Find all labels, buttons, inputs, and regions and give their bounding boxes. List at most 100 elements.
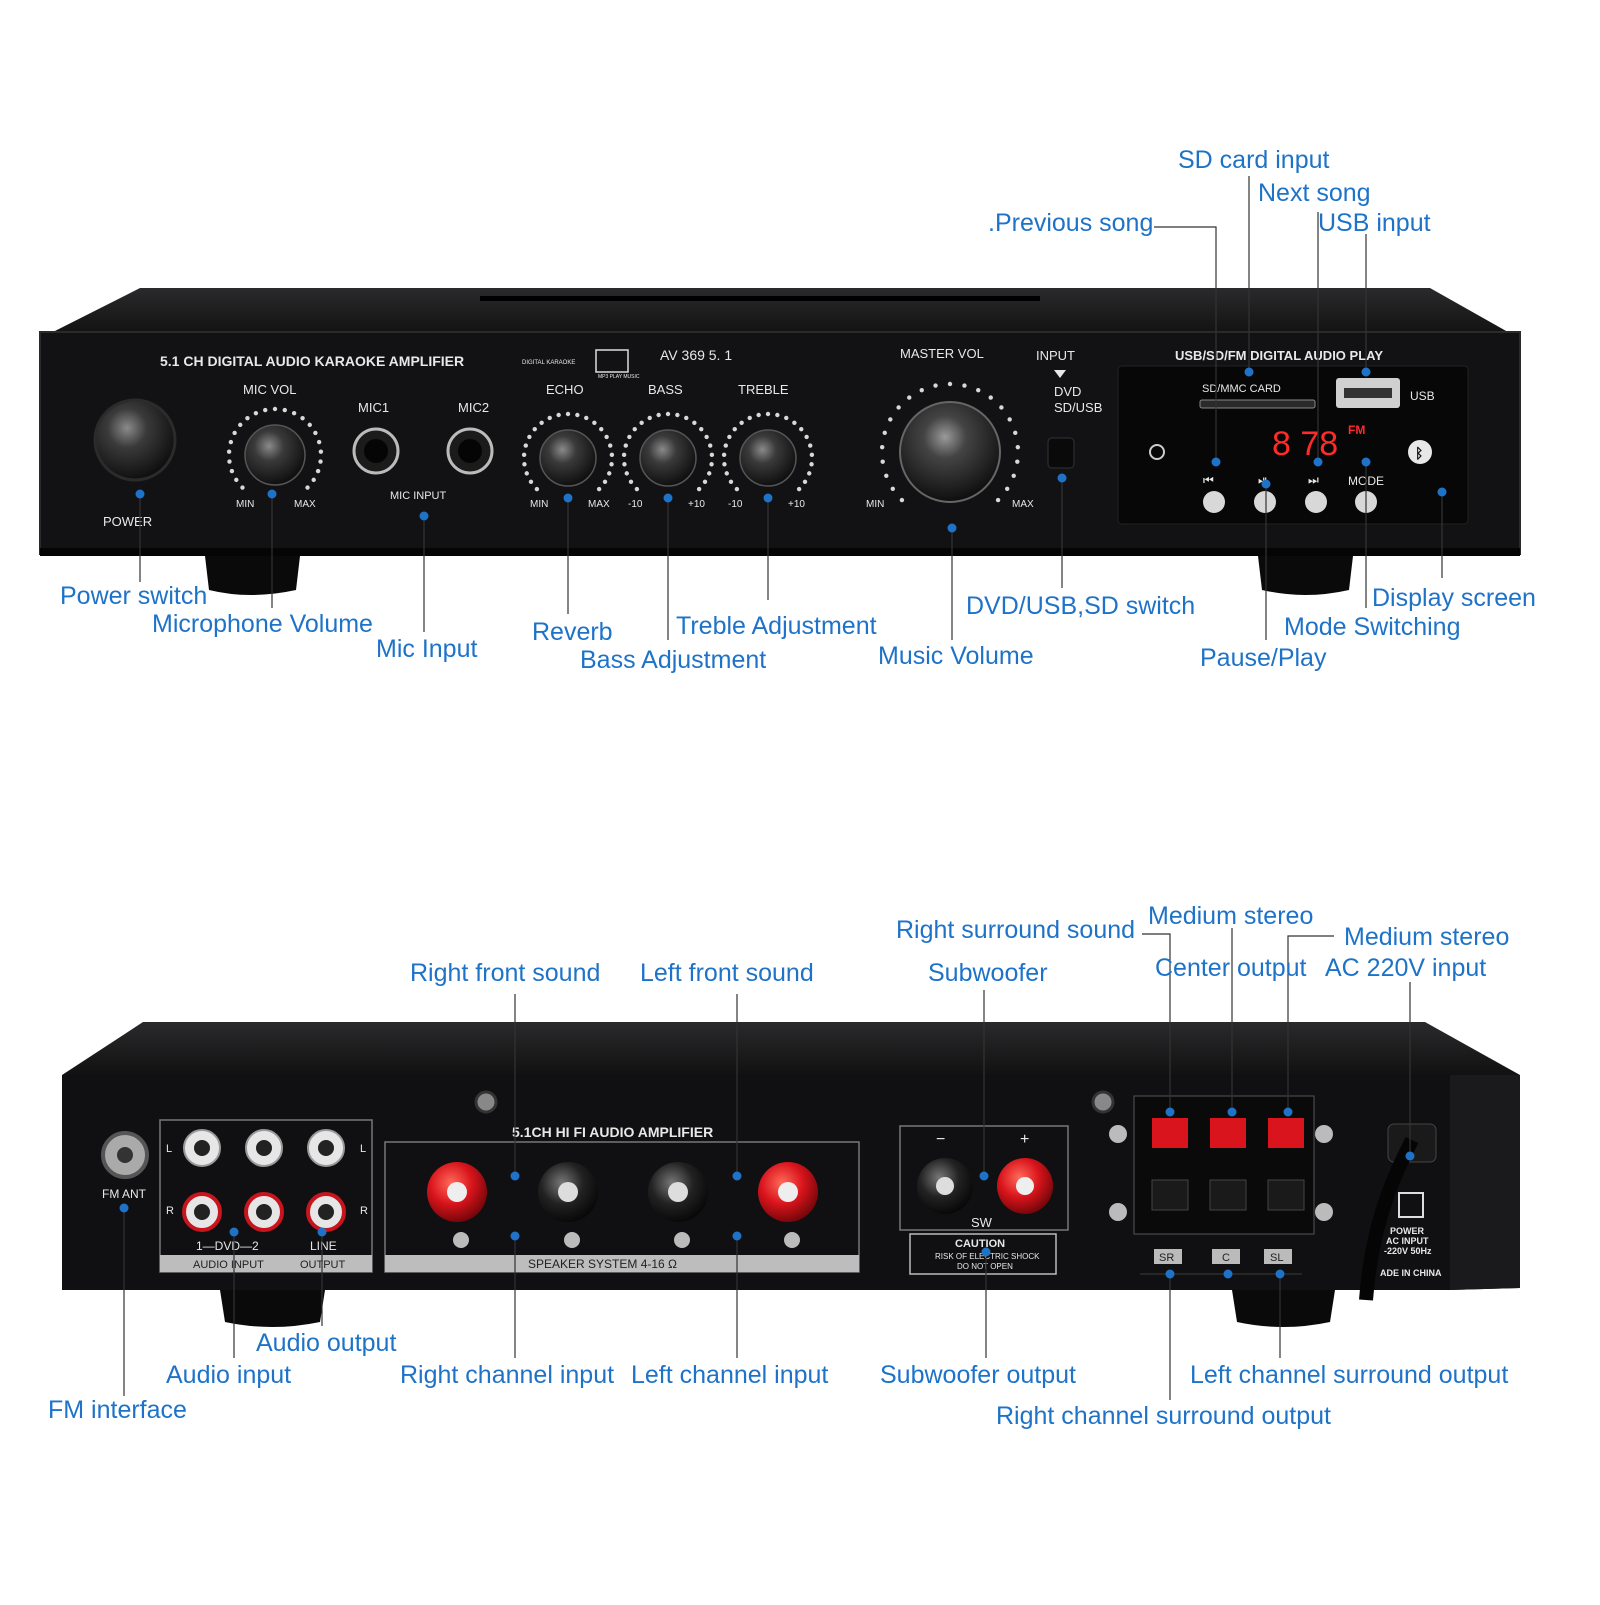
knob-dot bbox=[527, 434, 532, 440]
clip-plus-left bbox=[1109, 1125, 1127, 1143]
knob-dot bbox=[318, 459, 323, 464]
leader-dot bbox=[119, 1203, 129, 1213]
callout-display-screen: Display screen bbox=[1372, 584, 1536, 612]
sw-label: SW bbox=[971, 1215, 993, 1230]
c-label: C bbox=[1222, 1252, 1230, 1264]
leader-dot bbox=[1057, 473, 1067, 483]
clip-plus-right bbox=[1315, 1125, 1333, 1143]
knob-dot bbox=[896, 405, 901, 410]
knob-dot bbox=[253, 410, 259, 416]
leader-line bbox=[1287, 935, 1334, 1112]
leader-dot bbox=[229, 1227, 239, 1237]
knob-dot bbox=[702, 479, 708, 484]
callout-bass-adjustment: Bass Adjustment bbox=[580, 646, 767, 674]
rear-screw-top-right bbox=[1091, 1090, 1115, 1114]
callout-audio-input: Audio input bbox=[166, 1361, 292, 1389]
knob-dot bbox=[627, 434, 632, 440]
knob-dot bbox=[792, 420, 797, 425]
knob-dot bbox=[534, 486, 540, 492]
knob-dot bbox=[723, 443, 728, 448]
leader-dot bbox=[510, 1171, 520, 1181]
sw-minus: − bbox=[936, 1131, 945, 1148]
knob-dot bbox=[709, 452, 715, 458]
leader-dot bbox=[267, 489, 277, 499]
callout-fm-interface: FM interface bbox=[48, 1396, 187, 1424]
callout-mic-input: Mic Input bbox=[376, 635, 478, 663]
clip-sr-black bbox=[1151, 1179, 1189, 1211]
ir-sensor-icon bbox=[1149, 444, 1165, 460]
knob-dot bbox=[528, 479, 534, 484]
knob-dot bbox=[988, 395, 993, 400]
front-panel-bottom-edge bbox=[40, 548, 1520, 556]
knob-dot bbox=[809, 452, 815, 458]
fm-ant-label: FM ANT bbox=[102, 1187, 147, 1201]
knob-dot bbox=[311, 477, 316, 483]
speaker-system-label: SPEAKER SYSTEM 4-16 Ω bbox=[528, 1257, 677, 1271]
mic-vol-max: MAX bbox=[294, 499, 316, 510]
model-number: AV 369 5. 1 bbox=[660, 347, 732, 363]
rca-output-label: OUTPUT bbox=[300, 1259, 346, 1271]
callout-music-volume: Music Volume bbox=[878, 642, 1034, 670]
knob-dot bbox=[300, 415, 305, 421]
knob-dot bbox=[634, 486, 640, 492]
bluetooth-glyph: ᛒ bbox=[1415, 445, 1423, 461]
knob-dot bbox=[933, 383, 938, 388]
callout-dvd-usb-sd-switch: DVD/USB,SD switch bbox=[966, 592, 1196, 620]
terminal-left-plus-core bbox=[778, 1182, 798, 1202]
mic-vol-label: MIC VOL bbox=[243, 382, 296, 397]
knob-dot bbox=[1005, 486, 1010, 491]
leader-dot bbox=[732, 1231, 742, 1241]
knob-dot bbox=[316, 439, 322, 445]
front-foot-right bbox=[1258, 556, 1353, 595]
callout-treble-adjustment: Treble Adjustment bbox=[676, 612, 877, 640]
input-dvd: DVD bbox=[1054, 384, 1081, 399]
knob-dot bbox=[313, 430, 318, 436]
knob-dot bbox=[623, 443, 628, 448]
input-arrow-icon bbox=[1054, 370, 1066, 378]
knob-dot bbox=[238, 422, 243, 428]
knob-dot bbox=[523, 443, 528, 448]
knob-dot bbox=[808, 443, 813, 448]
knob-dot bbox=[708, 443, 713, 448]
mic2-label: MIC2 bbox=[458, 400, 489, 415]
rca-l-right: L bbox=[360, 1143, 366, 1155]
bluetooth-icon bbox=[1408, 440, 1432, 464]
leader-dot bbox=[732, 1171, 742, 1181]
usb-label: USB bbox=[1410, 389, 1435, 403]
knob-dot bbox=[556, 412, 561, 418]
rear-amplifier: FM ANT L R L R 1—DVD—2 LINE AUDIO INPUT … bbox=[62, 1022, 1520, 1327]
knob-dot bbox=[263, 407, 268, 413]
rear-side-right bbox=[1450, 1075, 1520, 1290]
knob-dot bbox=[880, 459, 885, 464]
mp3-logo-box bbox=[595, 349, 629, 373]
prev-button bbox=[1203, 491, 1225, 513]
c-tag bbox=[1212, 1249, 1240, 1264]
knob-dot bbox=[609, 462, 614, 467]
sw-terminal-plus-core bbox=[1016, 1177, 1034, 1195]
leader-dot bbox=[1275, 1269, 1285, 1279]
speaker-label-strip bbox=[385, 1255, 859, 1272]
knob-dot bbox=[809, 462, 814, 467]
rca-dvd-label: 1—DVD—2 bbox=[196, 1239, 259, 1253]
knob-dot bbox=[899, 497, 905, 503]
knob-dot bbox=[621, 452, 627, 458]
knob-dot bbox=[522, 462, 527, 467]
ac-input-label: AC INPUT bbox=[1386, 1236, 1429, 1246]
sw-terminal-minus-core bbox=[936, 1177, 954, 1195]
knob-dot bbox=[232, 430, 237, 436]
clip-c-black bbox=[1209, 1179, 1247, 1211]
rca-dvd2-right-core bbox=[256, 1204, 272, 1220]
next-button bbox=[1305, 491, 1327, 513]
caution-label: CAUTION bbox=[955, 1238, 1005, 1250]
rca-dvd2-left-core bbox=[256, 1140, 272, 1156]
clip-sl-red bbox=[1268, 1118, 1304, 1148]
knob-dot bbox=[739, 420, 744, 425]
knob-dot bbox=[584, 415, 589, 421]
sd-mmc-label: SD/MMC CARD bbox=[1202, 383, 1281, 395]
knob-dot bbox=[727, 434, 732, 440]
knob-dot bbox=[307, 422, 312, 428]
knob-dot bbox=[318, 449, 324, 454]
knob-dot bbox=[721, 452, 727, 458]
knob-dot bbox=[807, 471, 812, 476]
